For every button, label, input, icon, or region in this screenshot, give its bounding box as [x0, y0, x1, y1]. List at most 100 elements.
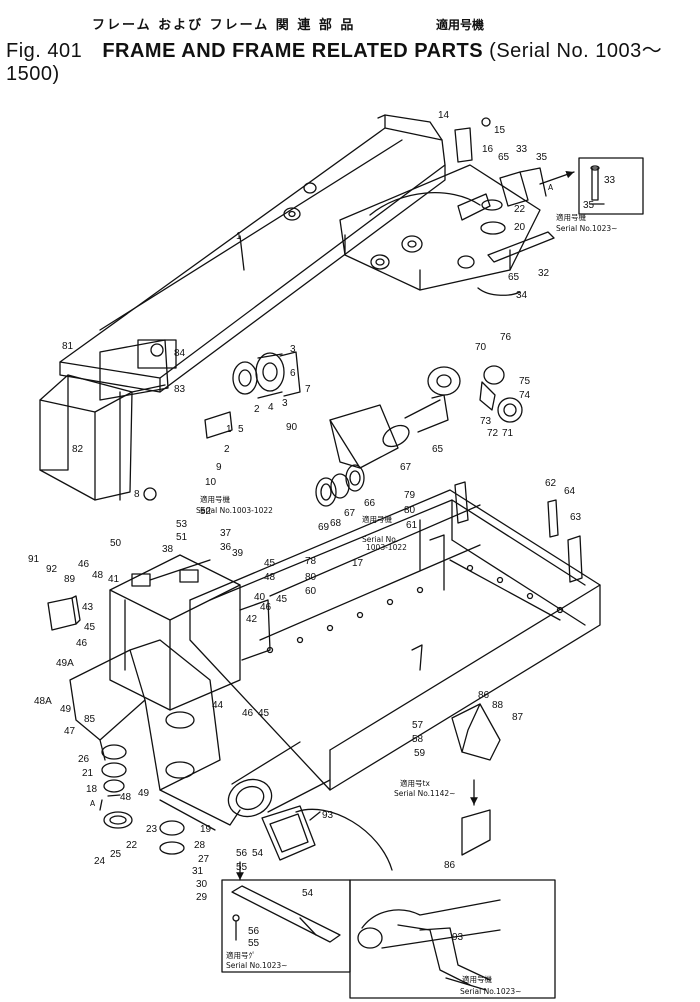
callout: 87: [512, 712, 524, 723]
callout: 48: [92, 570, 104, 581]
tie-rod-assembly: [329, 365, 523, 469]
callout: 14: [438, 110, 450, 121]
note-applicable-jp: 適用号機: [362, 514, 392, 524]
callout: 3: [290, 344, 296, 355]
guard-plate: [451, 703, 501, 761]
callout: 46: [242, 708, 254, 719]
callout: 9: [216, 462, 222, 473]
callout: 63: [570, 512, 582, 523]
note-applicable-jp: 適用号tx: [400, 778, 430, 788]
note-applicable-jp: 適用号機: [200, 494, 230, 504]
note-serial-1023: Serial No.1023~: [226, 961, 287, 970]
callout: 56: [236, 848, 248, 859]
callout: 72: [487, 428, 499, 439]
japanese-title: フレーム および フレーム 関 連 部 品: [92, 18, 356, 33]
callout: 25: [110, 849, 122, 860]
callout: 8: [134, 489, 140, 500]
callout: 82: [72, 444, 84, 455]
callout: 51: [176, 532, 188, 543]
callout: 15: [494, 125, 506, 136]
serial-notes: A 適用号機 Serial No.1023~ 適用号機 Serial No.10…: [90, 183, 617, 996]
callout: 59: [414, 748, 426, 759]
callout: 23: [146, 824, 158, 835]
detail-a-label: A: [548, 183, 554, 192]
callout: 2: [224, 444, 230, 455]
mount-cylinders: [204, 351, 301, 439]
callout: 18: [86, 784, 98, 795]
callout: 90: [286, 422, 298, 433]
callout: 46: [76, 638, 88, 649]
callout: 4: [268, 402, 274, 413]
callout: 68: [330, 518, 342, 529]
callout: 80: [404, 505, 416, 516]
callout: 33: [516, 144, 528, 155]
callout: 85: [84, 714, 96, 725]
callout: 48: [120, 792, 132, 803]
note-applicable-jp: 適用号機: [556, 212, 586, 222]
callout: 46: [260, 602, 272, 613]
callout: 35: [536, 152, 548, 163]
callout: 86: [444, 860, 456, 871]
callout: 86: [478, 690, 490, 701]
note-serial-no: Serial No.: [362, 535, 398, 544]
callout: 33: [604, 175, 616, 186]
callout: 47: [64, 726, 76, 737]
detail-a-label: A: [90, 799, 96, 808]
callout: 89: [64, 574, 76, 585]
callout: 93: [452, 932, 464, 943]
callout: 44: [212, 700, 224, 711]
callout: 84: [174, 348, 186, 359]
callout: 66: [364, 498, 376, 509]
callout: 20: [514, 222, 526, 233]
english-title: Fig. 401 FRAME AND FRAME RELATED PARTS (…: [6, 34, 700, 86]
callout: 65: [432, 444, 444, 455]
callout: 69: [318, 522, 330, 533]
callout: 50: [110, 538, 122, 549]
callout: 56: [248, 926, 260, 937]
callout: 36: [220, 542, 232, 553]
callout: 70: [475, 342, 487, 353]
callout: 30: [196, 879, 208, 890]
callout: 45: [276, 594, 288, 605]
upper-main-frame: [59, 114, 555, 393]
left-box-frame: [39, 339, 177, 501]
callout: 52: [200, 506, 212, 517]
callout: 81: [62, 341, 74, 352]
callout: 54: [302, 888, 314, 899]
callout: 46: [78, 559, 90, 570]
callout: 76: [500, 332, 512, 343]
callout: 10: [205, 477, 217, 488]
callout: 58: [412, 734, 424, 745]
callout: 73: [480, 416, 492, 427]
callout: 22: [514, 204, 526, 215]
seal-rings: [315, 464, 365, 507]
note-serial-1003-1022: 1003-1022: [366, 543, 407, 552]
callout-labels: 1 14 15 16 65 33 35 22 20 32 65 34 33 35…: [28, 110, 616, 949]
callout: 27: [198, 854, 210, 865]
callout: 67: [400, 462, 412, 473]
page-header: フレーム および フレーム 関 連 部 品 Fig. 401 FRAME AND…: [0, 0, 700, 85]
callout: 32: [538, 268, 550, 279]
step-handle: [261, 805, 316, 861]
callout: 43: [82, 602, 94, 613]
title-text: FRAME AND FRAME RELATED PARTS: [102, 40, 484, 62]
callout: 1: [236, 231, 242, 242]
callout: 57: [412, 720, 424, 731]
callout: 49: [138, 788, 150, 799]
callout: 53: [176, 519, 188, 530]
callout: 3: [282, 398, 288, 409]
callout: 29: [196, 892, 208, 903]
callout: 55: [236, 862, 248, 873]
callout: 80: [305, 572, 317, 583]
callout: 42: [246, 614, 258, 625]
callout: 93: [322, 810, 334, 821]
detail-bracket-86: [461, 809, 491, 856]
callout: 45: [258, 708, 270, 719]
callout: 71: [502, 428, 514, 439]
callout: 79: [404, 490, 416, 501]
callout: 28: [194, 840, 206, 851]
note-serial-1023: Serial No.1023~: [556, 224, 617, 233]
callout: 24: [94, 856, 106, 867]
callout: 5: [238, 424, 244, 435]
